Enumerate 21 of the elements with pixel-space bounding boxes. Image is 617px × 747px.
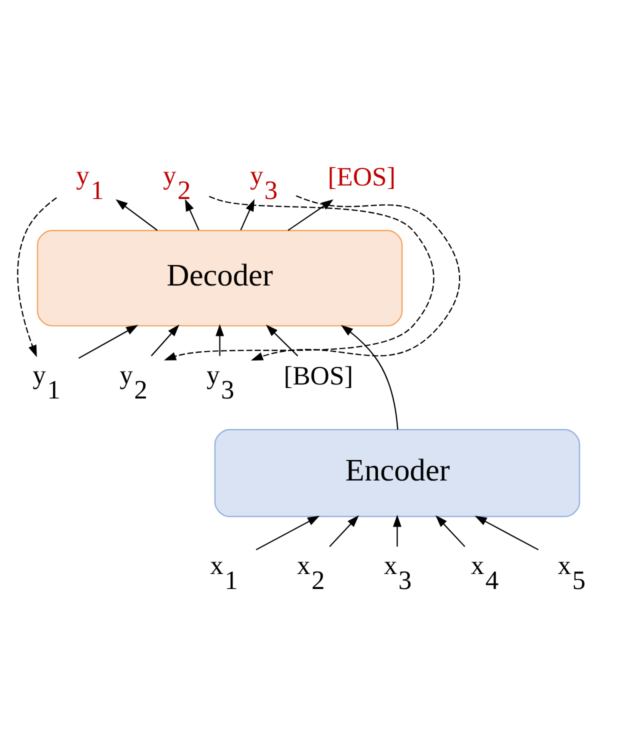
node-text: [EOS] [328, 161, 396, 192]
arrow [250, 195, 460, 361]
arrow [184, 199, 200, 230]
arrow [240, 199, 255, 230]
arrow [329, 515, 359, 548]
node-text: [BOS] [284, 360, 354, 390]
arrow [116, 199, 158, 231]
arrow [474, 516, 539, 550]
arrow [266, 324, 298, 356]
arrow [288, 199, 334, 231]
arrow [164, 196, 434, 360]
arrow [17, 197, 57, 358]
arrow [78, 324, 138, 359]
arrow [150, 324, 180, 356]
arrow [256, 516, 320, 550]
node-box: Encoder [214, 429, 580, 518]
arrow [436, 515, 466, 548]
arrow [340, 324, 398, 430]
arrow [216, 324, 224, 356]
arrow [393, 514, 402, 547]
node-box: Decoder [36, 230, 403, 326]
